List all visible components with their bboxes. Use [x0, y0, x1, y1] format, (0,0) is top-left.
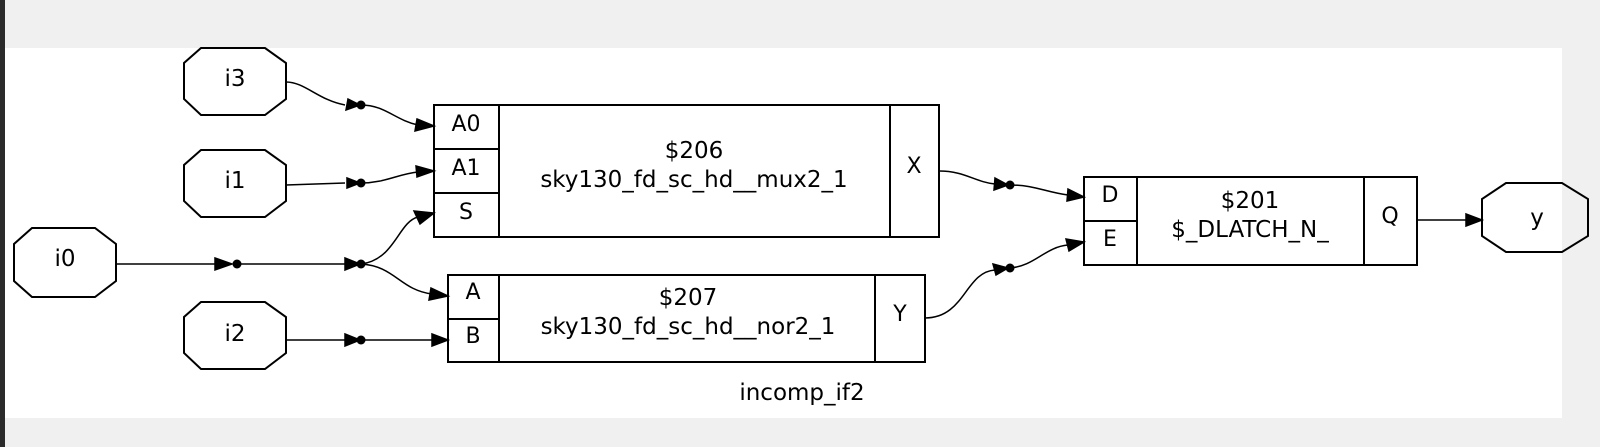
port-label-q: Q — [1381, 204, 1398, 229]
wire-i2-to-b — [286, 332, 451, 348]
port-label-e: E — [1103, 227, 1117, 252]
port-label-a0: A0 — [451, 112, 480, 137]
wire-i0-fanout — [116, 210, 451, 301]
cell-id: $201 — [1221, 188, 1280, 214]
cell-type: sky130_fd_sc_hd__mux2_1 — [540, 167, 847, 193]
port-label-d: D — [1102, 183, 1119, 208]
input-port-label: i0 — [54, 246, 75, 272]
port-label-a: A — [465, 280, 480, 305]
cell-mux2: A0 A1 S $206 sky130_fd_sc_hd__mux2_1 X — [433, 104, 940, 238]
cell-id: $207 — [659, 285, 718, 311]
diagram-canvas — [5, 48, 1562, 418]
cell-type: $_DLATCH_N_ — [1171, 217, 1329, 243]
wire-q-to-y — [1417, 212, 1485, 228]
port-label-a1: A1 — [451, 156, 480, 181]
port-label-b: B — [465, 324, 480, 349]
cell-id: $206 — [665, 138, 724, 164]
port-label-s: S — [459, 200, 473, 225]
cell-nor2: A B $207 sky130_fd_sc_hd__nor2_1 Y — [447, 274, 926, 363]
wire-i1-to-a1 — [285, 164, 437, 190]
input-port-label: i2 — [224, 321, 245, 347]
output-port-y: y — [1481, 182, 1589, 253]
input-port-i3: i3 — [183, 47, 287, 116]
cell-type: sky130_fd_sc_hd__nor2_1 — [541, 314, 836, 340]
cell-dlatch: D E $201 $_DLATCH_N_ Q — [1083, 176, 1418, 266]
input-port-label: i1 — [224, 168, 245, 194]
input-port-i1: i1 — [183, 149, 287, 218]
wire-x-to-d — [938, 170, 1087, 202]
window-left-edge — [0, 0, 5, 447]
port-label-x: X — [906, 154, 921, 179]
output-port-label: y — [1530, 205, 1544, 231]
port-label-y: Y — [892, 302, 907, 327]
input-port-label: i3 — [224, 66, 245, 92]
module-name-label: incomp_if2 — [739, 380, 864, 406]
wire-y-to-e — [924, 238, 1087, 319]
input-port-i2: i2 — [183, 301, 287, 370]
input-port-i0: i0 — [13, 227, 117, 298]
wire-i3-to-a0 — [285, 81, 437, 133]
